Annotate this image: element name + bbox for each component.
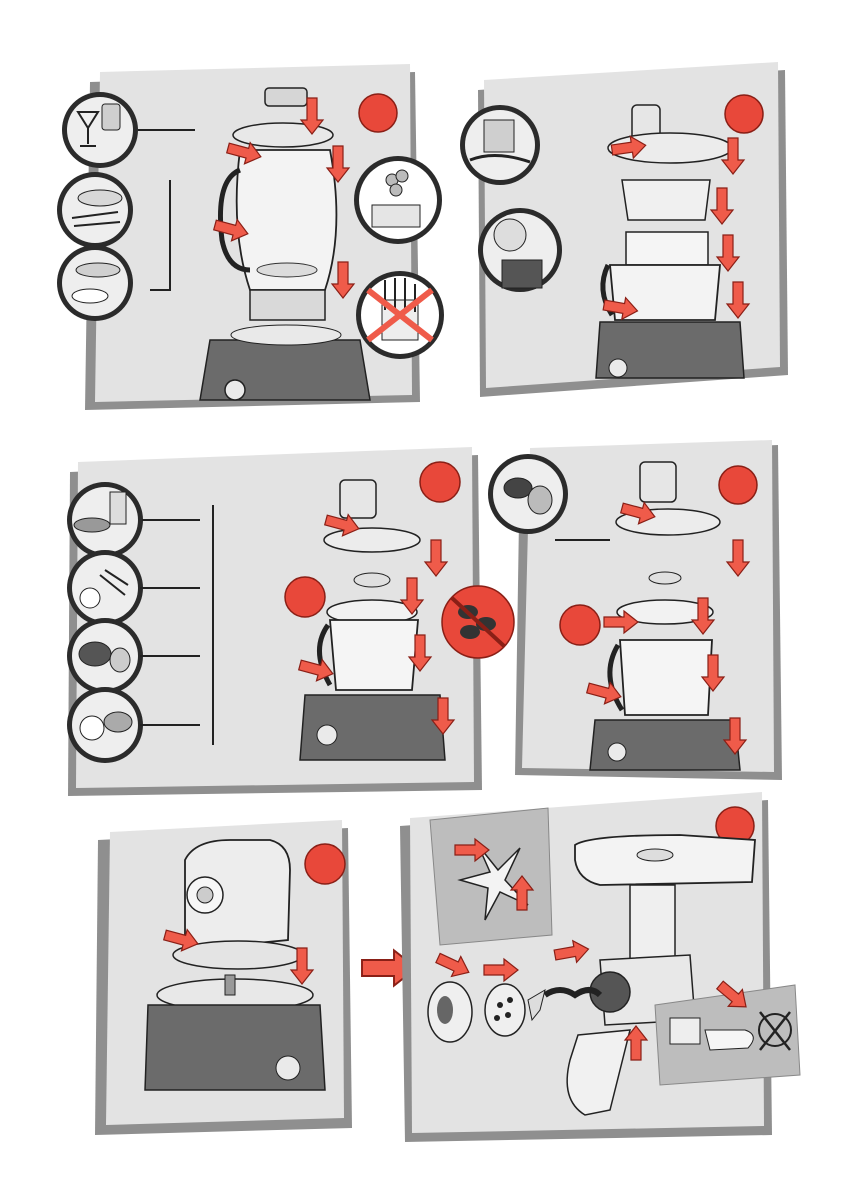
cocktail-icon xyxy=(62,92,138,168)
step-marker xyxy=(305,844,345,884)
blade-detail-icon xyxy=(430,808,552,945)
step-marker xyxy=(725,95,763,133)
herbs-icon xyxy=(67,550,143,626)
step-marker xyxy=(560,605,600,645)
no-hand-icon xyxy=(356,271,444,359)
panel-blender xyxy=(57,64,444,410)
step-marker xyxy=(420,462,460,502)
step-marker xyxy=(285,577,325,617)
dried-fruit-icon xyxy=(488,454,568,534)
nuts-icon xyxy=(67,687,143,763)
juice-icon xyxy=(460,105,540,185)
soup-icon xyxy=(57,172,133,248)
pulp-icon xyxy=(478,208,562,292)
panel-meat-grinder xyxy=(400,792,800,1142)
no-coffee-icon xyxy=(442,586,514,658)
meat-icon xyxy=(67,618,143,694)
panel-chopper xyxy=(67,447,514,796)
panel-mincer-bowl xyxy=(488,440,782,780)
panel-juicer xyxy=(460,62,788,397)
sauce-icon xyxy=(67,482,143,558)
step-marker xyxy=(359,94,397,132)
batter-icon xyxy=(57,245,133,321)
step-marker xyxy=(719,466,757,504)
panel-motor-head xyxy=(95,820,352,1135)
crushed-ice-icon xyxy=(354,156,442,244)
